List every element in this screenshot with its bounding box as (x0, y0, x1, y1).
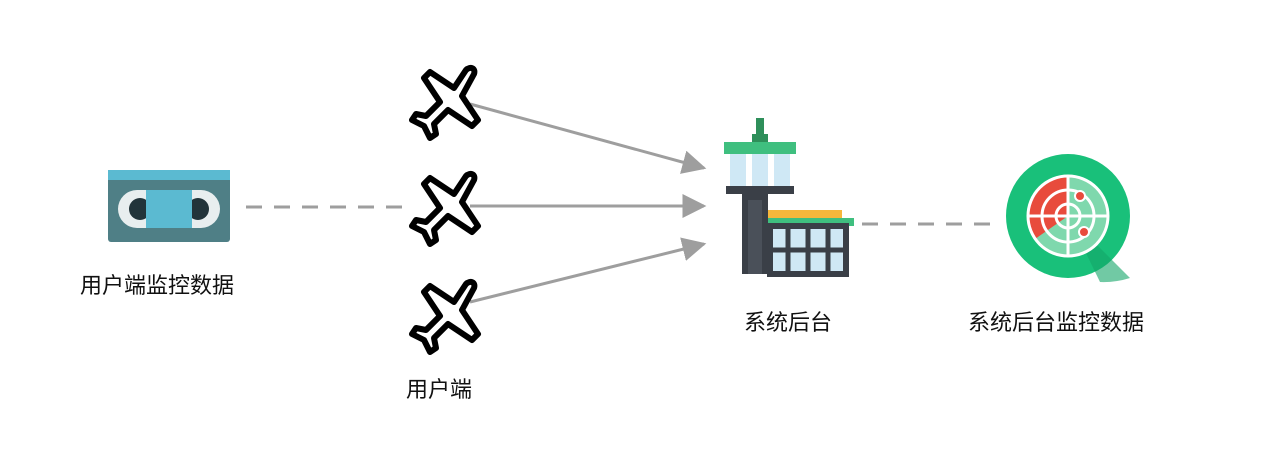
backend-monitor-label: 系统后台监控数据 (968, 311, 1145, 336)
backend-label: 系统后台 (744, 311, 833, 336)
user-monitor-label: 用户端监控数据 (80, 274, 235, 299)
airplane-icon (412, 174, 478, 244)
videotape-icon (108, 170, 230, 242)
arrow-plane-1-to-backend (469, 102, 707, 174)
airplane-icon (412, 68, 478, 138)
radar-icon (1006, 154, 1130, 283)
users-label: 用户端 (406, 378, 473, 403)
arrow-plane-3-to-backend (469, 237, 707, 304)
control-tower-icon (724, 118, 854, 277)
airplane-icon (412, 282, 478, 352)
